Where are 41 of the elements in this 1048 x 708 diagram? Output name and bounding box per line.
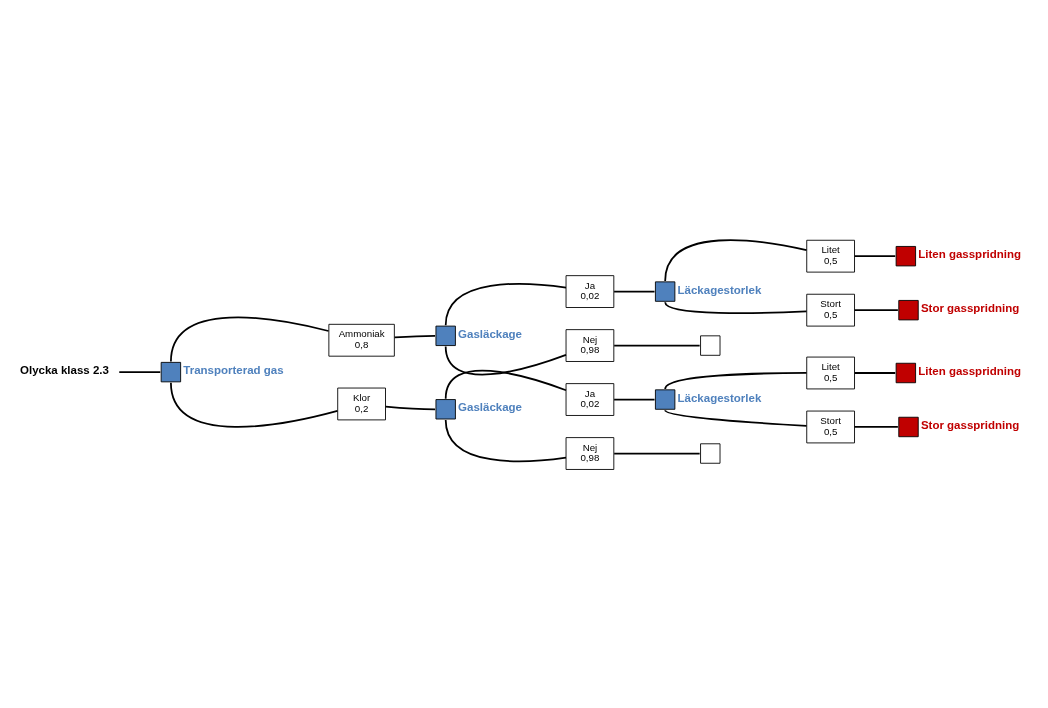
connector [393,334,436,338]
node-label: Läckagestorlek [677,391,762,404]
connector [444,369,567,400]
connector [613,344,701,346]
connector [664,238,808,282]
connector [853,308,899,311]
node-label: Liten gasspridning [918,364,1022,377]
node-label: Liten gasspridning [918,247,1022,260]
connector [613,290,656,292]
connector [853,371,897,374]
node-label: Transporterad gas [183,363,284,376]
node-text: Olycka klass 2.3 [20,363,109,376]
connector [444,345,567,375]
connector [444,282,567,326]
node-label: Läckagestorlek [677,283,762,296]
node-box: Litet 0,5 [806,356,855,389]
node-box: Litet 0,5 [806,239,855,273]
node-label: Stor gasspridning [920,301,1020,314]
connector [613,452,701,454]
node-label: Gasläckage [458,400,523,413]
connector [853,254,897,257]
connector [664,300,808,314]
connector [170,381,339,428]
node-box: Ammoniak 0,8 [328,323,395,357]
connector [613,398,656,400]
node-box: Stort 0,5 [806,410,855,443]
node-box: Nej 0,98 [565,436,615,470]
connector [170,316,330,362]
node-label: Stor gasspridning [920,418,1020,431]
node-box: Nej 0,98 [565,328,615,362]
connector [384,405,436,410]
node-box: Klor 0,2 [337,387,386,420]
connector [444,418,567,462]
connector [664,371,808,390]
node-box: Ja 0,02 [565,382,615,416]
node-box: Ja 0,02 [565,274,615,308]
connector [853,425,899,428]
node-box: Stort 0,5 [806,293,855,327]
connector [664,408,808,427]
connector [118,370,162,373]
node-label: Gasläckage [458,327,523,340]
